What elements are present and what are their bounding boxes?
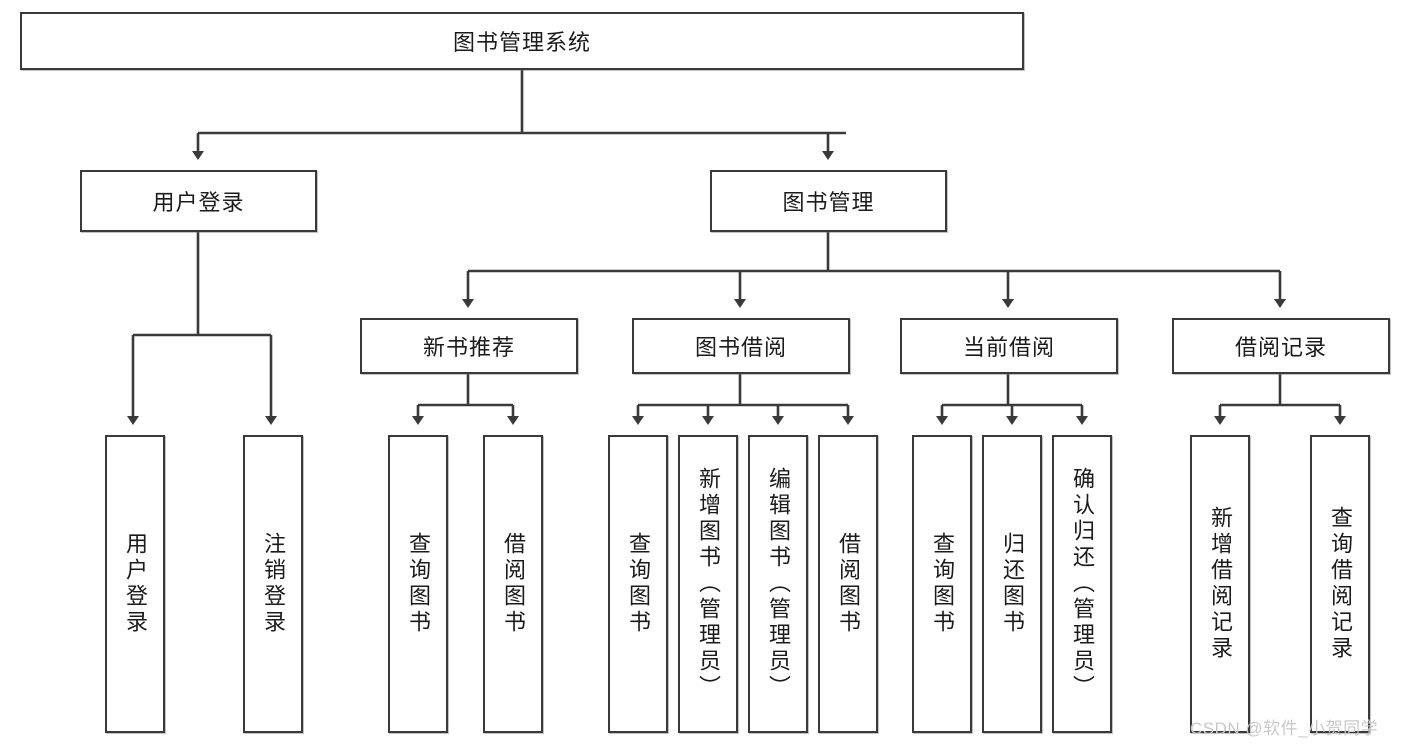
node-leaf-query-book-2-label: 查询图书 [626, 532, 651, 636]
node-leaf-query-book-2[interactable]: 查询图书 [608, 435, 668, 733]
node-leaf-query-record[interactable]: 查询借阅记录 [1310, 435, 1370, 733]
node-leaf-borrow-book-1[interactable]: 借阅图书 [483, 435, 543, 733]
edge-group-root [192, 70, 846, 160]
edge-group-book-manage [462, 232, 1286, 308]
node-leaf-user-login-label: 用户登录 [123, 532, 148, 636]
node-leaf-confirm-return[interactable]: 确认归还（管理员） [1052, 435, 1112, 733]
node-book-borrow[interactable]: 图书借阅 [632, 318, 850, 374]
node-leaf-return-book[interactable]: 归还图书 [982, 435, 1042, 733]
node-root-label: 图书管理系统 [452, 30, 591, 55]
node-user-login-label: 用户登录 [152, 190, 245, 215]
node-new-book-recommend[interactable]: 新书推荐 [360, 318, 578, 374]
node-leaf-user-login[interactable]: 用户登录 [105, 435, 165, 733]
node-leaf-add-record-label: 新增借阅记录 [1208, 506, 1233, 662]
node-leaf-query-book-1[interactable]: 查询图书 [388, 435, 448, 733]
node-leaf-add-record[interactable]: 新增借阅记录 [1190, 435, 1250, 733]
node-book-borrow-label: 图书借阅 [694, 335, 787, 360]
edge-group-borrow-record [1214, 374, 1346, 425]
edge-group-new-book-recommend [412, 374, 519, 425]
node-leaf-return-book-label: 归还图书 [1000, 532, 1025, 636]
node-borrow-record[interactable]: 借阅记录 [1172, 318, 1390, 374]
node-leaf-edit-book[interactable]: 编辑图书（管理员） [748, 435, 808, 733]
node-borrow-record-label: 借阅记录 [1234, 335, 1327, 360]
edge-group-current-borrow [936, 374, 1088, 425]
node-book-manage[interactable]: 图书管理 [710, 170, 947, 232]
node-leaf-confirm-return-label: 确认归还（管理员） [1070, 467, 1095, 701]
node-leaf-logout[interactable]: 注销登录 [243, 435, 303, 733]
node-current-borrow[interactable]: 当前借阅 [900, 318, 1118, 374]
node-leaf-query-book-1-label: 查询图书 [406, 532, 431, 636]
csdn-watermark: CSDN @软件_小贺同学 [1190, 719, 1379, 738]
edge-group-user-login [127, 232, 277, 425]
node-leaf-edit-book-label: 编辑图书（管理员） [766, 467, 791, 701]
node-book-manage-label: 图书管理 [782, 190, 875, 215]
node-leaf-add-book-label: 新增图书（管理员） [696, 467, 721, 701]
node-leaf-query-book-3[interactable]: 查询图书 [912, 435, 972, 733]
node-leaf-borrow-book-2[interactable]: 借阅图书 [818, 435, 878, 733]
node-current-borrow-label: 当前借阅 [962, 335, 1055, 360]
node-leaf-logout-label: 注销登录 [261, 532, 286, 636]
node-leaf-query-record-label: 查询借阅记录 [1328, 506, 1353, 662]
node-new-book-recommend-label: 新书推荐 [422, 335, 515, 360]
node-leaf-add-book[interactable]: 新增图书（管理员） [678, 435, 738, 733]
edge-group-book-borrow [632, 374, 854, 425]
node-leaf-query-book-3-label: 查询图书 [930, 532, 955, 636]
node-leaf-borrow-book-2-label: 借阅图书 [836, 532, 861, 636]
node-leaf-borrow-book-1-label: 借阅图书 [501, 532, 526, 636]
node-root[interactable]: 图书管理系统 [20, 12, 1024, 70]
node-user-login[interactable]: 用户登录 [80, 170, 317, 232]
